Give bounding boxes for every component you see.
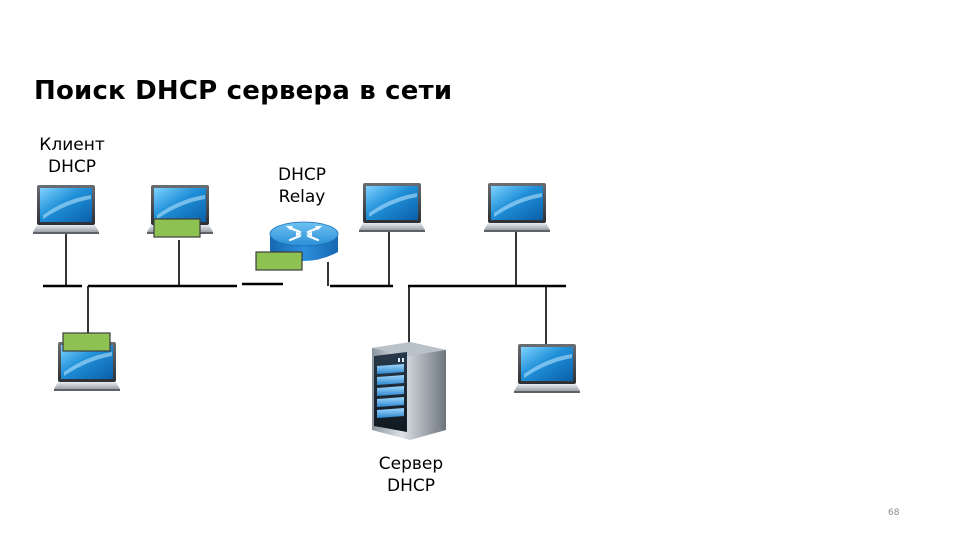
relay-label-line1: DHCP [278,165,326,185]
client-dhcp-laptop-icon [33,185,99,234]
drop-lines [65,230,547,345]
client-label-line2: DHCP [48,157,96,177]
relay-label-line2: Relay [278,187,326,207]
server-label: Сервер DHCP [366,453,456,497]
laptop-icon [514,344,580,393]
dhcp-packet-box [62,332,111,352]
page-number: 68 [888,508,900,518]
dhcp-packet-box [255,251,303,271]
client-label-line1: Клиент [39,135,105,155]
client-label: Клиент DHCP [30,134,114,178]
laptop-icon [359,183,425,232]
dhcp-packet-box [153,218,201,238]
server-label-line1: Сервер [378,454,444,474]
relay-label: DHCP Relay [262,164,342,208]
network-bus [43,282,566,288]
slide-title: Поиск DHCP сервера в сети [34,76,453,106]
server-label-line2: DHCP [387,476,435,496]
server-icon [372,342,446,440]
laptop-icon [484,183,550,232]
